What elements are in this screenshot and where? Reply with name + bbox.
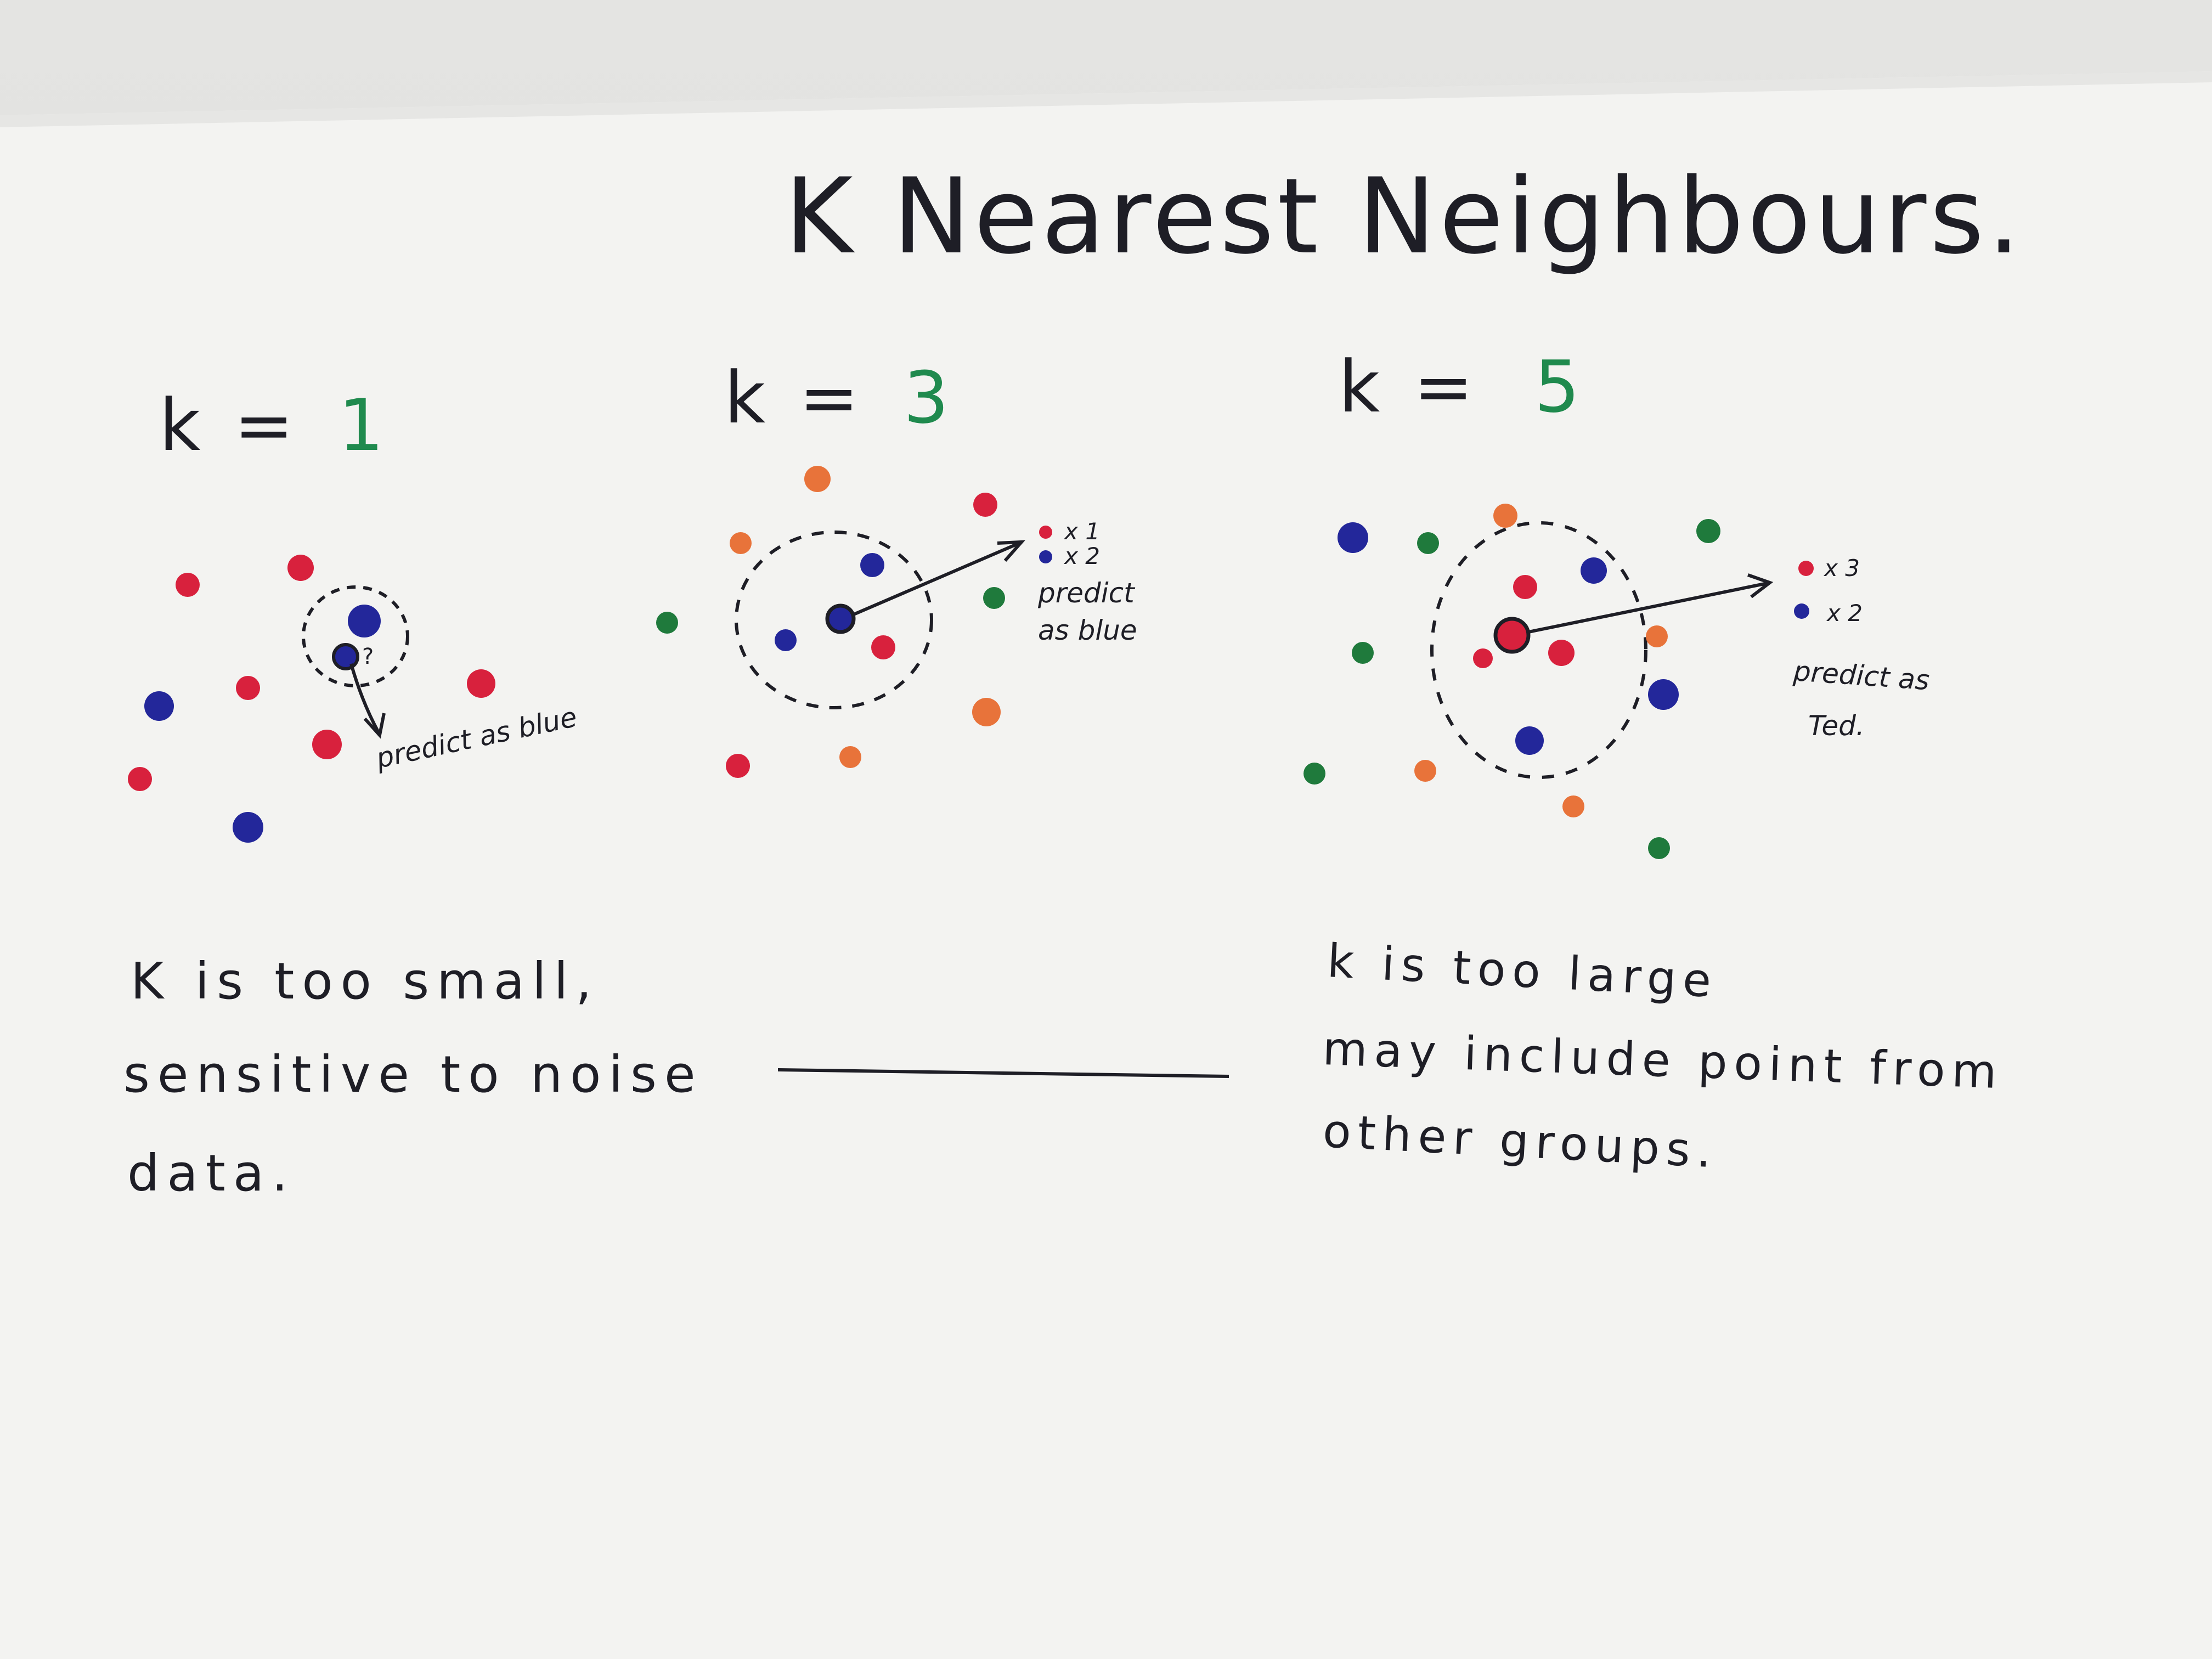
separator-line [777, 1068, 1229, 1078]
note-left: K is too small, sensitive to noise data. [123, 952, 703, 1203]
note-left-line3: data. [127, 1144, 295, 1203]
k1-value: 1 [338, 383, 390, 467]
data-point-orange [1562, 795, 1584, 817]
data-point-blue [1581, 557, 1607, 584]
data-point-orange [1493, 504, 1517, 528]
k3-points [656, 466, 1005, 778]
page-title: K Nearest Neighbours. [785, 156, 2024, 277]
query-point [332, 643, 359, 670]
k5-neighbour-circle [1430, 521, 1647, 779]
data-point-orange [839, 746, 861, 768]
data-point-red [312, 730, 342, 759]
data-point-red [128, 767, 152, 791]
k5-prefix: k = [1339, 345, 1479, 428]
k3-value: 3 [904, 356, 955, 439]
data-point-red [1473, 648, 1493, 668]
query-point [1493, 617, 1531, 654]
k5-arrow-head [1747, 573, 1774, 599]
paper-sheet [0, 71, 2212, 1659]
k1-neighbour-circle [302, 585, 409, 687]
legend-swatch-red [1039, 526, 1052, 539]
data-point-blue [1648, 679, 1679, 710]
legend-swatch-blue [1039, 550, 1052, 563]
data-point-green [1696, 519, 1720, 543]
k3-neighbour-circle [735, 531, 933, 709]
data-point-orange [730, 532, 752, 554]
data-point-green [983, 587, 1005, 609]
data-point-red [871, 635, 895, 659]
k3-prefix: k = [724, 356, 865, 439]
data-point-red [176, 573, 200, 597]
k5-label: k = 5 [1339, 345, 1585, 428]
data-point-red [287, 555, 314, 581]
k5-legend: x 3 x 2 [1794, 555, 1863, 627]
paper-shadow [0, 71, 2212, 127]
data-point-blue [860, 553, 884, 577]
k1-points [128, 555, 495, 843]
data-point-blue [1515, 726, 1544, 755]
k1-prefix: k = [159, 383, 300, 467]
data-point-green [1352, 642, 1374, 664]
k1-label: k = 1 [159, 383, 390, 467]
k3-prediction-arrow [853, 541, 1020, 616]
data-point-blue [775, 629, 797, 651]
k3-predict-line2: as blue [1038, 614, 1137, 646]
data-point-blue [348, 605, 381, 637]
k3-legend: x 1 x 2 [1039, 518, 1100, 569]
data-point-orange [972, 698, 1001, 726]
data-point-orange [804, 466, 831, 492]
k3-arrow-head [997, 540, 1025, 562]
k3-label: k = 3 [724, 356, 955, 439]
legend-swatch-blue [1794, 603, 1809, 619]
data-point-blue [1338, 522, 1368, 553]
k5-points [1304, 504, 1720, 859]
query-point [825, 603, 856, 634]
panel-k3: k = 3 x 1 x 2 predict as blue [656, 356, 1137, 778]
data-point-green [656, 612, 678, 634]
legend-text: x 3 [1823, 555, 1860, 582]
legend-swatch-red [1798, 561, 1814, 576]
query-mark: ? [362, 644, 374, 669]
k1-prediction-arrow [349, 663, 380, 733]
legend-text: x 1 [1063, 518, 1100, 545]
data-point-red [1548, 640, 1575, 666]
data-point-blue [144, 691, 174, 721]
note-left-line1: K is too small, [131, 952, 600, 1011]
data-point-orange [1414, 760, 1436, 782]
data-point-red [973, 493, 997, 517]
data-point-red [236, 676, 260, 700]
k5-prediction-arrow [1528, 582, 1768, 634]
note-left-line2: sensitive to noise [123, 1045, 703, 1104]
data-point-red [467, 669, 495, 698]
legend-text: x 2 [1826, 600, 1863, 627]
data-point-green [1648, 837, 1670, 859]
k3-predict-line1: predict [1037, 577, 1136, 609]
data-point-blue [233, 812, 263, 843]
data-point-green [1304, 763, 1325, 785]
legend-text: x 2 [1063, 543, 1100, 569]
data-point-green [1417, 532, 1439, 554]
k5-predict-line2: Ted. [1808, 710, 1865, 742]
data-point-red [726, 754, 750, 778]
k5-value: 5 [1534, 345, 1585, 428]
k1-arrow-head [363, 713, 386, 739]
data-point-red [1513, 575, 1537, 599]
data-point-orange [1646, 625, 1668, 647]
